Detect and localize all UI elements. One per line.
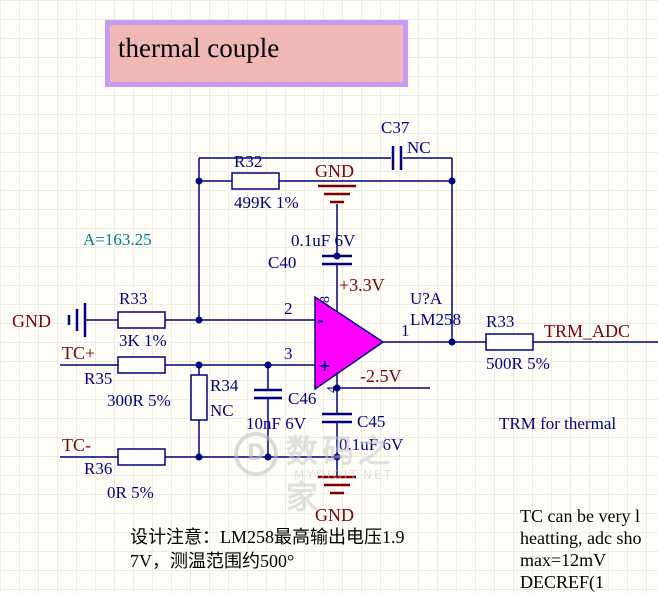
r33-input-value: 3K 1% bbox=[119, 331, 167, 350]
tc-note-line3: max=12mV bbox=[520, 550, 607, 570]
pin-noninv: 3 bbox=[284, 344, 293, 363]
trm-adc-label: TRM_ADC bbox=[544, 321, 630, 341]
junction-dot bbox=[333, 453, 341, 461]
r32-value: 499K 1% bbox=[234, 193, 299, 212]
resistor-r32 bbox=[231, 172, 280, 190]
r32-ref: R32 bbox=[234, 152, 262, 171]
wires bbox=[60, 157, 658, 477]
pin-out: 1 bbox=[401, 321, 410, 340]
tc-note-line2: heatting, adc sho bbox=[520, 528, 642, 548]
resistor-r36 bbox=[117, 448, 166, 466]
title-box: thermal couple bbox=[105, 20, 408, 87]
opamp-plus-sign: + bbox=[318, 356, 331, 375]
junction-dot bbox=[195, 316, 203, 324]
design-note-line2: 7V，测温范围约500° bbox=[130, 551, 295, 571]
capacitor-c37 bbox=[391, 146, 403, 170]
r34-ref: R34 bbox=[210, 376, 239, 395]
gain-label: A=163.25 bbox=[83, 230, 152, 249]
r36-ref: R36 bbox=[84, 459, 112, 478]
watermark-logo-icon: D bbox=[234, 432, 278, 476]
c37-value: NC bbox=[407, 138, 431, 157]
resistor-r34 bbox=[190, 374, 208, 421]
ground-symbol-bottom bbox=[318, 475, 356, 495]
r36-value: 0R 5% bbox=[107, 483, 154, 502]
r34-value: NC bbox=[210, 401, 234, 420]
c45-value: 0.1uF 6V bbox=[339, 435, 404, 454]
tc-note-line1: TC can be very l bbox=[520, 506, 640, 526]
capacitor-c46 bbox=[254, 388, 282, 400]
r35-value: 300R 5% bbox=[107, 391, 171, 410]
opamp-u1 bbox=[314, 295, 385, 391]
tcminus-label: TC- bbox=[62, 435, 91, 455]
resistor-r33-input bbox=[117, 311, 166, 329]
labels: R32 499K 1% C37 NC 0.1uF 6V C40 R33 3K 1… bbox=[84, 118, 616, 502]
c37-ref: C37 bbox=[381, 118, 410, 137]
c40-ref: C40 bbox=[268, 253, 296, 272]
net-labels: GND GND GND +3.3V -2.5V TC+ TC- TRM_ADC … bbox=[12, 161, 630, 525]
junction-dot bbox=[448, 338, 456, 346]
pin-vminus: 4 bbox=[325, 386, 340, 393]
pin-vplus: 8 bbox=[318, 296, 333, 303]
resistor-r33-output bbox=[485, 333, 534, 351]
junction-dot bbox=[195, 453, 203, 461]
junction-dot bbox=[195, 177, 203, 185]
vpos-label: +3.3V bbox=[339, 275, 385, 295]
junction-dot bbox=[448, 177, 456, 185]
pin-inv: 2 bbox=[284, 299, 293, 318]
r33-output-ref: R33 bbox=[486, 312, 514, 331]
r35-ref: R35 bbox=[84, 369, 112, 388]
watermark: D 数码之家 MYDIGIT.NET bbox=[232, 426, 427, 516]
c45-ref: C45 bbox=[357, 412, 385, 431]
opamp-signs: - + bbox=[317, 311, 331, 375]
junction-dot bbox=[195, 361, 203, 369]
opamp-part: LM258 bbox=[410, 310, 461, 329]
c46-value: 10nF 6V bbox=[246, 414, 307, 433]
c40-value: 0.1uF 6V bbox=[291, 231, 356, 250]
c46-ref: C46 bbox=[288, 389, 316, 408]
gnd-top-label: GND bbox=[315, 161, 354, 181]
junction-dot bbox=[333, 384, 341, 392]
tcplus-label: TC+ bbox=[62, 343, 95, 363]
r33-input-ref: R33 bbox=[119, 289, 147, 308]
opamp-minus-sign: - bbox=[317, 311, 324, 330]
r33-output-value: 500R 5% bbox=[486, 354, 550, 373]
capacitor-c45 bbox=[322, 412, 352, 424]
ground-symbol-left bbox=[67, 303, 87, 337]
tc-note-line4: DECREF(1 bbox=[520, 572, 605, 592]
title-text: thermal couple bbox=[118, 33, 280, 63]
resistor-r35 bbox=[117, 356, 166, 374]
ground-symbol-top bbox=[318, 184, 356, 204]
opamp-ref: U?A bbox=[410, 289, 443, 308]
junction-dot bbox=[333, 252, 341, 260]
junction-dot bbox=[264, 361, 272, 369]
gnd-left-label: GND bbox=[12, 311, 51, 331]
design-note-line1: 设计注意：LM258最高输出电压1.9 bbox=[130, 527, 405, 547]
watermark-sub-text: MYDIGIT.NET bbox=[294, 468, 393, 482]
vneg-label: -2.5V bbox=[360, 366, 402, 386]
schematic-canvas: R32 499K 1% C37 NC 0.1uF 6V C40 R33 3K 1… bbox=[12, 118, 658, 525]
gnd-bottom-label: GND bbox=[315, 505, 354, 525]
trm-note: TRM for thermal bbox=[499, 414, 616, 433]
watermark-main-text: 数码之家 bbox=[286, 432, 395, 516]
